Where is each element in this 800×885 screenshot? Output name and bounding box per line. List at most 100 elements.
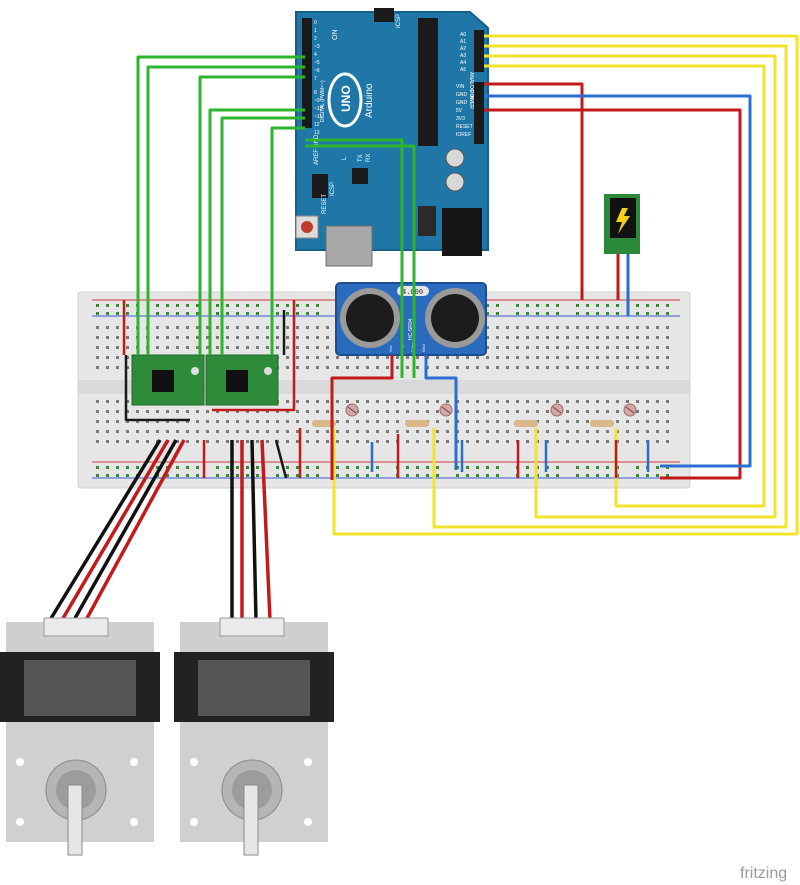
motor-shaft-icon (243, 784, 259, 856)
breadboard-hole (326, 346, 329, 349)
rail-hole (296, 466, 299, 469)
rail-hole (106, 466, 109, 469)
breadboard-hole (546, 430, 549, 433)
wire-red[interactable] (484, 82, 584, 300)
wire-black[interactable] (124, 355, 190, 422)
stepper-driver-1[interactable] (131, 354, 205, 406)
rail-hole (296, 312, 299, 315)
rail-hole (426, 474, 429, 477)
rail-hole (616, 312, 619, 315)
breadboard-hole (426, 410, 429, 413)
breadboard-hole (346, 400, 349, 403)
wire-black[interactable] (274, 439, 288, 479)
tx-label: TX (358, 154, 364, 162)
wire-green[interactable] (198, 75, 305, 355)
resistor[interactable] (405, 420, 429, 427)
breadboard-hole (166, 420, 169, 423)
rail-hole (596, 312, 599, 315)
breadboard-hole (486, 440, 489, 443)
wire-red[interactable] (484, 108, 742, 480)
wire-yellow[interactable] (332, 34, 799, 536)
rail-hole (646, 474, 649, 477)
breadboard-hole (376, 366, 379, 369)
wire-green[interactable] (146, 65, 305, 355)
wire-red[interactable] (330, 355, 394, 480)
rail-hole (526, 304, 529, 307)
wire-blue[interactable] (484, 94, 752, 468)
motor-cable-2[interactable] (230, 439, 272, 621)
rail-hole (176, 312, 179, 315)
breadboard-hole (126, 440, 129, 443)
wire-yellow[interactable] (484, 54, 777, 519)
breadboard-hole (486, 420, 489, 423)
breadboard-hole (246, 346, 249, 349)
breadboard-hole (486, 356, 489, 359)
breadboard-hole (606, 356, 609, 359)
photoresistor[interactable] (439, 403, 453, 417)
breadboard-hole (106, 430, 109, 433)
sensor-array (312, 403, 637, 427)
breadboard-hole (616, 356, 619, 359)
potentiometer-icon (191, 367, 199, 375)
resistor[interactable] (590, 420, 614, 427)
rail-hole (366, 466, 369, 469)
rail-hole (406, 466, 409, 469)
wire-red[interactable] (212, 300, 296, 412)
rail-hole (316, 312, 319, 315)
motor-cable-1[interactable] (48, 439, 186, 621)
wire-blue[interactable] (424, 355, 458, 470)
breadboard-hole (496, 366, 499, 369)
breadboard-hole (646, 410, 649, 413)
breadboard-hole (556, 356, 559, 359)
breadboard-hole (136, 410, 139, 413)
breadboard-hole (406, 440, 409, 443)
photoresistor[interactable] (345, 403, 359, 417)
digital-pin-label: ~6 (314, 68, 320, 74)
wire-green[interactable] (270, 126, 305, 355)
resistor[interactable] (514, 420, 538, 427)
rail-hole (486, 304, 489, 307)
breadboard-hole (536, 410, 539, 413)
breadboard-hole (166, 336, 169, 339)
photoresistor[interactable] (623, 403, 637, 417)
breadboard-hole (356, 420, 359, 423)
wire-green[interactable] (305, 138, 404, 378)
stepper-motor-1[interactable] (0, 617, 160, 856)
breadboard-hole (236, 326, 239, 329)
breadboard-hole (146, 440, 149, 443)
wire-green[interactable] (208, 108, 305, 355)
rail-hole (486, 466, 489, 469)
photoresistor[interactable] (550, 403, 564, 417)
breadboard-hole (636, 400, 639, 403)
wire-green[interactable] (220, 116, 305, 355)
breadboard-hole (296, 440, 299, 443)
breadboard-hole (516, 356, 519, 359)
breadboard-hole (406, 400, 409, 403)
breadboard-hole (116, 400, 119, 403)
breadboard-hole (546, 326, 549, 329)
breadboard-hole (276, 336, 279, 339)
potentiometer-icon (264, 367, 272, 375)
breadboard-hole (276, 326, 279, 329)
rail-hole (526, 474, 529, 477)
wire-yellow[interactable] (484, 64, 766, 508)
rail-hole (116, 312, 119, 315)
digital-pin-label: 0 (314, 20, 317, 26)
stepper-driver-2[interactable] (205, 354, 279, 406)
power-pin-label: GND (456, 92, 468, 98)
stepper-motor-2[interactable] (174, 617, 334, 856)
transducer-icon (431, 294, 479, 342)
breadboard-hole (346, 440, 349, 443)
rail-hole (546, 304, 549, 307)
breadboard-hole (246, 336, 249, 339)
wire-green[interactable] (136, 55, 305, 355)
rail-hole (486, 312, 489, 315)
on-label: ON (332, 30, 339, 41)
icsp-label: ICSP (396, 14, 402, 28)
resistor[interactable] (312, 420, 336, 427)
wire-green[interactable] (305, 144, 416, 378)
breadboard-hole (526, 440, 529, 443)
wire-yellow[interactable] (432, 44, 788, 529)
rail-hole (376, 466, 379, 469)
